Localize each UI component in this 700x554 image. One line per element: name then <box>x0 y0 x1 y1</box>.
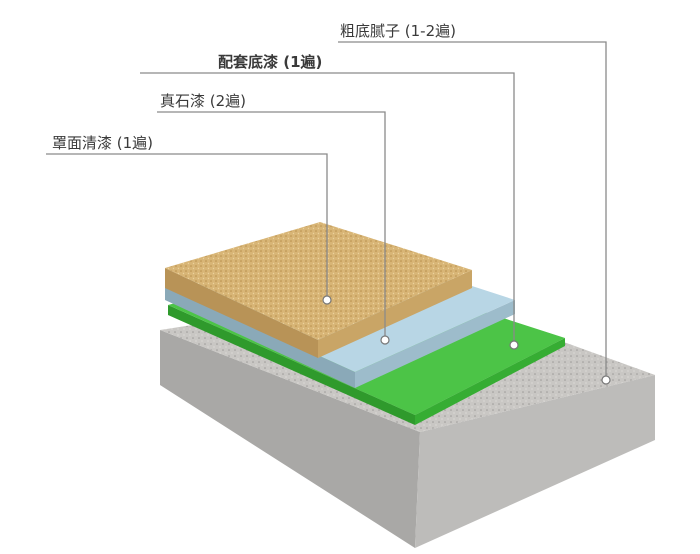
marker-dot-topcoat <box>322 295 332 305</box>
label-clear-topcoat: 罩面清漆 (1遍) <box>52 134 154 152</box>
marker-dot-stone-paint <box>380 335 390 345</box>
label-putty-base: 粗底腻子 (1-2遍) <box>340 22 456 40</box>
leader-line-topcoat <box>46 153 328 300</box>
leader-line-primer <box>140 72 515 345</box>
leader-line-stone-paint <box>157 111 386 340</box>
stone-paint-layer <box>165 222 472 358</box>
label-stone-paint: 真石漆 (2遍) <box>160 92 247 110</box>
marker-dot-primer <box>509 340 519 350</box>
marker-dot-putty-base <box>601 375 611 385</box>
label-primer: 配套底漆 (1遍) <box>218 53 323 71</box>
leader-line-putty-base <box>338 41 607 380</box>
